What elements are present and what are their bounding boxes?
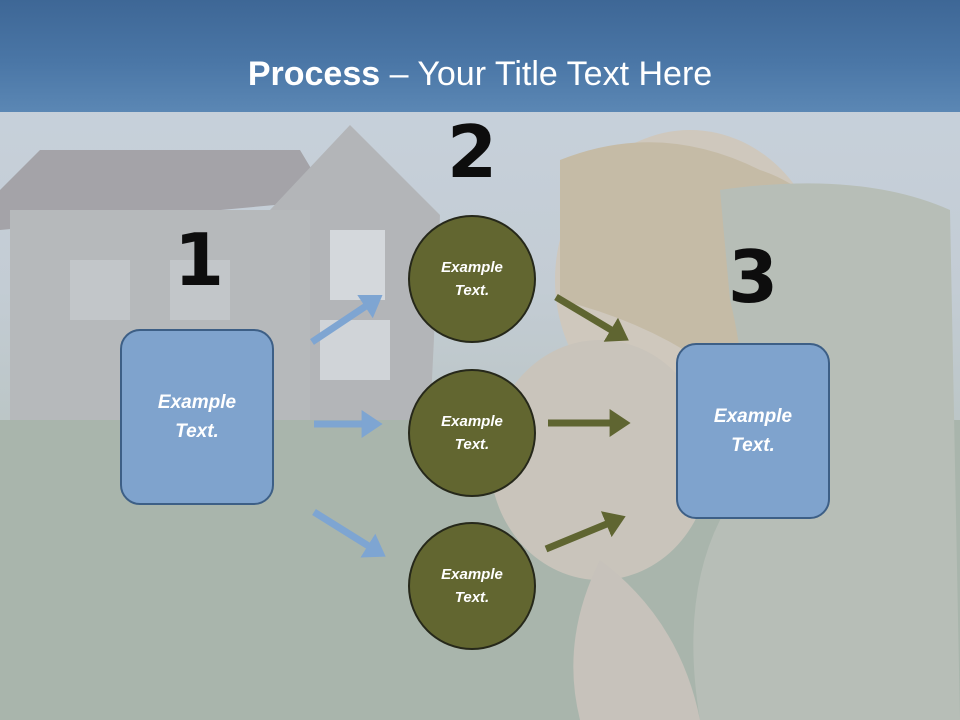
circle-middle-line2: Text. [454, 436, 490, 453]
circle-bottom-line2: Text. [454, 589, 490, 606]
circle-middle-line1: Example [441, 413, 503, 430]
arrow-bottom-to-right [544, 511, 626, 553]
step-number-2: 2 [446, 110, 498, 194]
step-number-1: 1 [173, 218, 225, 302]
circle-top-line2: Text. [454, 282, 490, 299]
left-box-line1: Example [157, 392, 237, 413]
right-box-line2: Text. [731, 435, 775, 456]
arrow-left-to-bottom [312, 509, 386, 558]
title-rest: – Your Title Text Here [380, 55, 713, 93]
arrow-left-to-top [310, 295, 383, 345]
circle-top-line1: Example [441, 259, 503, 276]
title-bold: Process [247, 55, 381, 93]
circle-bottom-line1: Example [441, 566, 503, 583]
arrow-top-to-right [554, 293, 629, 342]
step-number-3: 3 [727, 235, 779, 319]
right-box-line1: Example [713, 406, 793, 427]
header-band [0, 0, 960, 112]
left-box-line2: Text. [175, 421, 219, 442]
slide-title: Process – Your Title Text Here [0, 52, 960, 96]
